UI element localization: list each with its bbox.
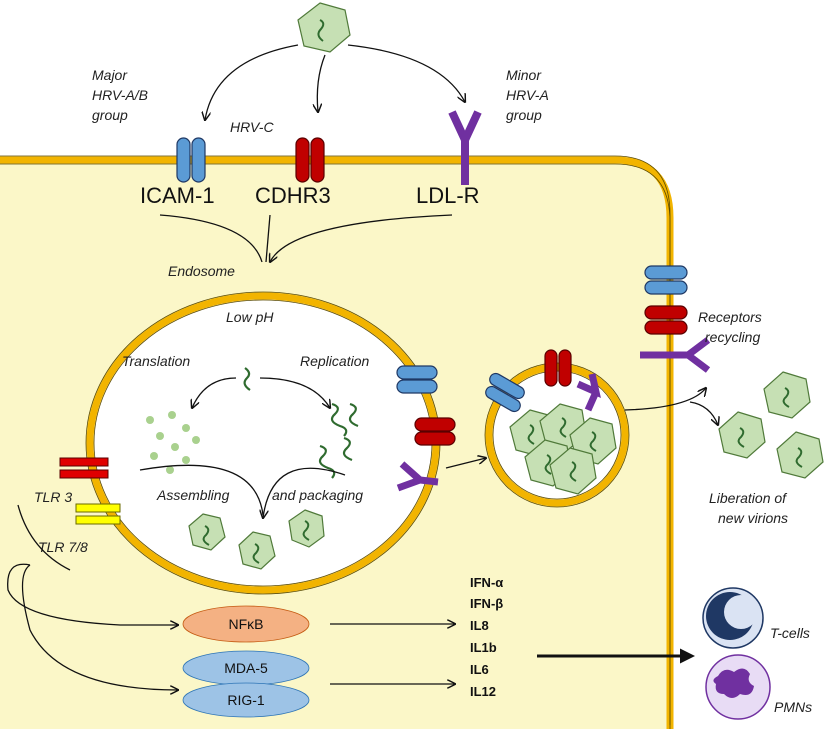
assembling-label: Assembling [156, 487, 230, 503]
liberation-line2: new virions [718, 510, 788, 526]
membrane-cdhr3-receptor-icon [644, 305, 688, 335]
cytokine-il8: IL8 [470, 618, 489, 633]
nfkb-label: NFκB [229, 616, 264, 632]
replication-label: Replication [300, 353, 369, 369]
tlr78-receptor-icon [75, 503, 121, 525]
endosome-label: Endosome [168, 263, 235, 279]
tlr3-label: TLR 3 [34, 489, 72, 505]
endosome-icam-receptor-icon [396, 365, 438, 394]
vesicle-ldlr-receptor-icon [576, 373, 601, 412]
released-virion-icon [776, 431, 824, 479]
major-group-line1: Major [92, 67, 128, 83]
major-group-line3: group [92, 107, 128, 123]
t-cells-label: T-cells [770, 625, 810, 641]
cytokine-ifn-alpha: IFN-α [470, 575, 503, 590]
minor-group-line2: HRV-A [506, 87, 549, 103]
rig1-oval [182, 682, 310, 718]
mda5-label: MDA-5 [224, 660, 268, 676]
recycling-line2: recycling [705, 329, 760, 345]
tlr3-receptor-icon [59, 457, 109, 479]
released-virion-icon [763, 371, 811, 419]
viral-rna-icon [243, 367, 251, 391]
incoming-virion-icon [297, 2, 351, 53]
released-virion-icon [718, 411, 766, 459]
vesicle-virions-icon [509, 403, 617, 495]
pmn-icon [705, 654, 771, 720]
translation-label: Translation [122, 353, 190, 369]
pmns-label: PMNs [774, 699, 812, 715]
liberation-line1: Liberation of [709, 490, 788, 506]
minor-group-line1: Minor [506, 67, 542, 83]
membrane-ldlr-receptor-icon [640, 337, 711, 373]
assembled-virion-icon [238, 531, 276, 570]
assembled-virion-icon [288, 509, 325, 548]
membrane-icam-receptor-icon [644, 265, 688, 295]
t-cell-icon [702, 587, 764, 649]
assembled-virion-icon [188, 513, 226, 551]
cytokine-il1b: IL1b [470, 640, 497, 655]
cdhr3-label: CDHR3 [255, 183, 331, 208]
cdhr3-receptor-icon [295, 137, 325, 183]
nfkb-oval [182, 605, 310, 643]
ldl-r-label: LDL-R [416, 183, 480, 208]
cytokine-ifn-beta: IFN-β [470, 596, 503, 611]
vesicle-icam-receptor-icon [485, 372, 525, 413]
viral-proteins-icon [146, 411, 200, 474]
low-ph-label: Low pH [226, 309, 274, 325]
icam-1-label: ICAM-1 [140, 183, 215, 208]
tlr78-label: TLR 7/8 [38, 539, 88, 555]
cytokine-il6: IL6 [470, 662, 489, 677]
ldl-r-receptor-icon [448, 110, 482, 185]
icam-1-receptor-icon [176, 137, 206, 183]
major-group-line2: HRV-A/B [92, 87, 148, 103]
recycling-line1: Receptors [698, 309, 762, 325]
minor-group-line3: group [506, 107, 542, 123]
packaging-label: and packaging [272, 487, 363, 503]
cytokine-il12: IL12 [470, 684, 496, 699]
hrv-c-label: HRV-C [230, 119, 274, 135]
endosome-cdhr3-receptor-icon [414, 417, 456, 446]
vesicle-cdhr3-receptor-icon [544, 349, 572, 387]
rig1-label: RIG-1 [227, 692, 265, 708]
endosome-ldlr-receptor-icon [396, 461, 439, 492]
